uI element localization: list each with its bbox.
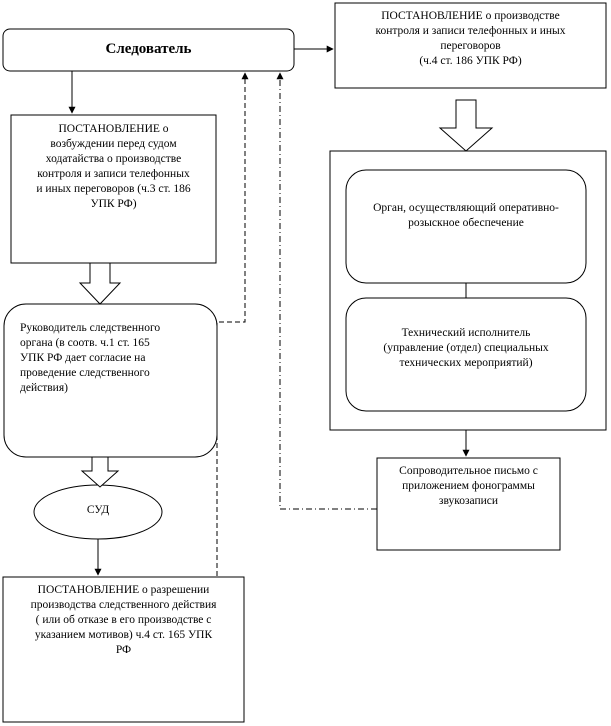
cover-letter-box xyxy=(376,457,561,551)
operative-body-text: Орган, осуществляющий оперативно- розыск… xyxy=(373,202,559,229)
decree-permission-text: ПОСТАНОВЛЕНИЕ о разрешении производства … xyxy=(30,584,217,656)
decree-production-text: ПОСТАНОВЛЕНИЕ о производстве контроля и … xyxy=(375,10,566,67)
block-arrow-petition-to-head xyxy=(78,262,122,305)
cover-letter-text: Сопроводительное письмо с приложением фо… xyxy=(399,465,538,507)
court-label: СУД xyxy=(86,504,110,516)
block-arrow-head-to-court xyxy=(80,456,120,488)
investigator-label: Следователь xyxy=(105,41,192,57)
decree-production-box xyxy=(334,2,607,89)
dashed-return-from-permission xyxy=(216,72,249,576)
investigator-box xyxy=(2,28,295,72)
block-arrow-production-to-agencies xyxy=(438,99,494,152)
head-of-investigation-text: Руководитель следственного органа (в соо… xyxy=(20,322,161,394)
decree-permission-box xyxy=(2,576,245,723)
dashdot-return-from-cover-letter xyxy=(276,72,377,510)
decree-petition-box xyxy=(10,114,217,264)
decree-petition-text: ПОСТАНОВЛЕНИЕ о возбуждении перед судом … xyxy=(36,123,191,210)
technical-executor-text: Технический исполнитель (управление (отд… xyxy=(383,327,549,369)
